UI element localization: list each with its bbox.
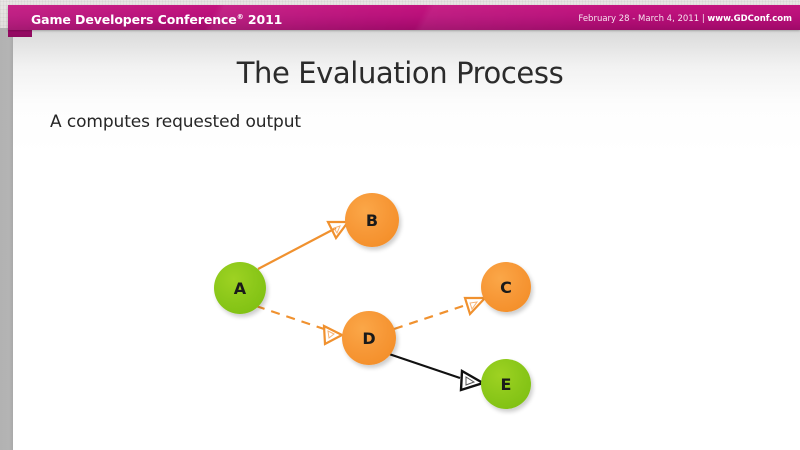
graph-node-b[interactable]: B xyxy=(345,193,399,247)
graph-node-e-label: E xyxy=(500,374,512,394)
graph-node-d[interactable]: D xyxy=(342,311,396,365)
slide-title: The Evaluation Process xyxy=(236,56,564,90)
graph-node-c[interactable]: C xyxy=(481,262,531,312)
graph-node-c-label: C xyxy=(500,277,512,297)
registered-trademark-icon: ® xyxy=(236,12,244,21)
conference-header-bar: Game Developers Conference® 2011 Februar… xyxy=(8,5,800,30)
conference-brand-title: Game Developers Conference® 2011 xyxy=(31,12,282,27)
graph-node-a-label: A xyxy=(233,278,247,298)
conference-brand-name: Game Developers Conference xyxy=(31,12,237,27)
edge-a-to-d xyxy=(255,304,345,346)
edge-d-to-e xyxy=(388,352,486,392)
graph-node-d-label: D xyxy=(362,328,376,348)
edge-a-to-b xyxy=(257,220,351,270)
conference-year: 2011 xyxy=(247,12,283,27)
conference-website-link[interactable]: www.GDConf.com xyxy=(707,14,792,24)
edge-d-to-c xyxy=(393,296,488,331)
slide-body-text: A computes requested output xyxy=(50,112,301,132)
graph-node-b-label: B xyxy=(365,210,379,230)
conference-dates: February 28 - March 4, 2011 | xyxy=(578,14,708,24)
conference-dates-and-site: February 28 - March 4, 2011 | www.GDConf… xyxy=(578,14,792,24)
left-gray-rail xyxy=(0,28,13,450)
slide-content-panel xyxy=(13,29,800,450)
header-corner-tab xyxy=(8,30,32,37)
graph-node-e[interactable]: E xyxy=(481,359,531,409)
graph-node-a[interactable]: A xyxy=(214,262,266,314)
